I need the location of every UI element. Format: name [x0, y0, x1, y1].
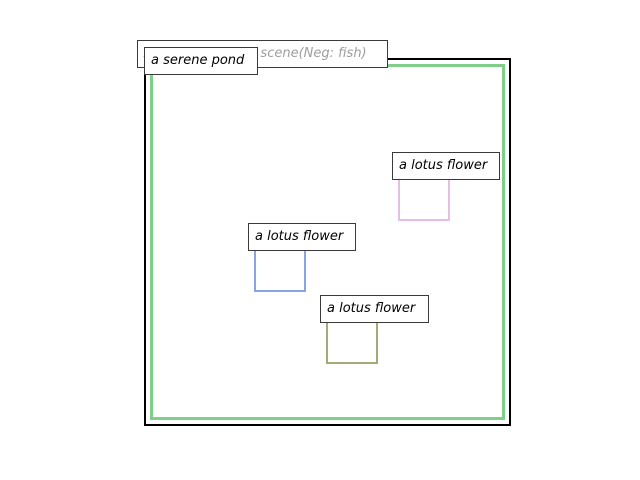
- lotus-flower-label-3: a lotus flower: [320, 295, 429, 323]
- pond-label: a serene pond: [144, 47, 258, 75]
- lotus-flower-label-2: a lotus flower: [248, 223, 356, 251]
- lotus-flower-label-1: a lotus flower: [392, 152, 500, 180]
